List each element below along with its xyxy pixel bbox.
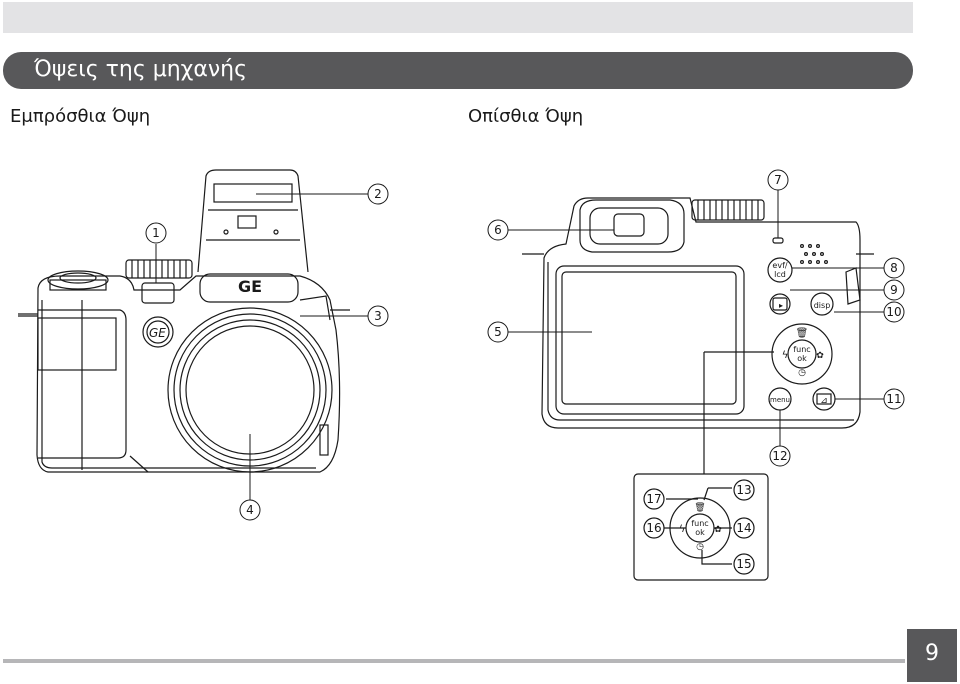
callout-14-label: 14 xyxy=(736,521,751,535)
callout-16 xyxy=(643,517,665,539)
callout-10 xyxy=(883,301,905,323)
callout-5 xyxy=(487,321,509,343)
callout-9 xyxy=(883,279,905,301)
menu-button-label: menu xyxy=(770,396,790,404)
ok-button-label: ok xyxy=(797,354,807,363)
callout-2-label: 2 xyxy=(374,187,382,201)
callout-11-label: 11 xyxy=(886,392,901,406)
callout-6 xyxy=(487,219,509,241)
evf-lcd-button-label-bottom: lcd xyxy=(774,270,786,279)
callout-1 xyxy=(145,222,167,244)
front-camera-drawing xyxy=(18,169,350,473)
callout-3-label: 3 xyxy=(374,309,382,323)
callout-9-label: 9 xyxy=(890,283,898,297)
dial-detail-drawing xyxy=(633,351,774,581)
func-button-label: func xyxy=(793,345,810,354)
footer-line xyxy=(3,659,905,663)
callout-5-label: 5 xyxy=(494,325,502,339)
callout-15-label: 15 xyxy=(736,557,751,571)
front-brand-label: GE xyxy=(238,277,262,296)
back-button-labels: evf/ lcd disp func ok menu ▸ 🗑 ϟ ✿ ◷ ⊿ xyxy=(770,261,830,406)
page-number-box: 9 xyxy=(907,629,957,682)
callout-12-label: 12 xyxy=(772,449,787,463)
callout-8-label: 8 xyxy=(890,261,898,275)
title-bar: Όψεις της μηχανής xyxy=(3,52,913,89)
front-callouts xyxy=(145,183,389,521)
playback-icon: ▸ xyxy=(779,301,783,310)
callout-14 xyxy=(733,517,755,539)
front-view-heading: Εμπρόσθια Όψη xyxy=(10,106,151,127)
detail-func-label: func xyxy=(691,519,708,528)
detail-flash-icon: ϟ xyxy=(679,524,686,535)
self-timer-icon: ◷ xyxy=(798,368,806,378)
callout-10-label: 10 xyxy=(886,305,901,319)
callout-17 xyxy=(643,488,665,510)
back-camera-drawing xyxy=(522,197,874,429)
detail-timer-icon: ◷ xyxy=(696,542,704,552)
callout-13 xyxy=(733,479,755,501)
flash-icon: ϟ xyxy=(782,350,789,361)
callout-4-label: 4 xyxy=(246,503,254,517)
callout-7 xyxy=(767,169,789,191)
callout-4 xyxy=(239,499,261,521)
back-view-heading: Οπίσθια Όψη xyxy=(468,106,584,127)
evf-lcd-button-label-top: evf/ xyxy=(772,261,787,270)
callout-8 xyxy=(883,257,905,279)
callout-13-label: 13 xyxy=(736,483,751,497)
exposure-icon: ⊿ xyxy=(820,396,828,406)
callout-17-label: 17 xyxy=(646,492,661,506)
callout-15 xyxy=(733,553,755,575)
callout-16-label: 16 xyxy=(646,521,661,535)
callout-11 xyxy=(883,388,905,410)
detail-ok-label: ok xyxy=(695,528,705,537)
page-number: 9 xyxy=(925,641,939,666)
back-callouts xyxy=(487,169,905,467)
callout-12 xyxy=(769,445,791,467)
top-strip xyxy=(3,2,913,33)
callout-1-label: 1 xyxy=(152,226,160,240)
callout-6-label: 6 xyxy=(494,223,502,237)
disp-button-label: disp xyxy=(814,301,831,310)
macro-icon: ✿ xyxy=(816,351,824,361)
callout-2 xyxy=(367,183,389,205)
detail-trash-icon: 🗑 xyxy=(694,502,705,513)
front-emblem-label: GE xyxy=(149,326,166,340)
trash-icon: 🗑 xyxy=(796,327,809,339)
detail-macro-icon: ✿ xyxy=(714,525,722,535)
page-title: Όψεις της μηχανής xyxy=(34,57,248,82)
callout-3 xyxy=(367,305,389,327)
callout-7-label: 7 xyxy=(774,173,782,187)
